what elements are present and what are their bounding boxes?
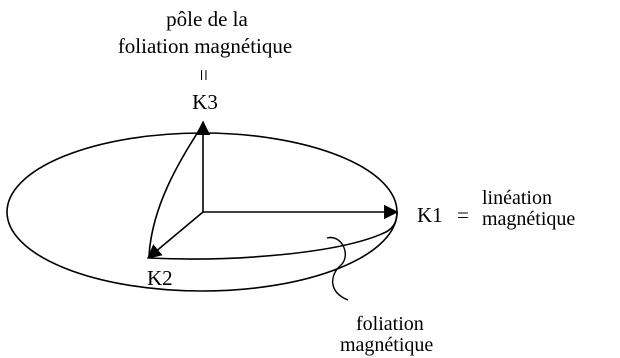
pole-label-line1: pôle de la [166,7,248,31]
k2-k1-section-curve [148,211,398,260]
pole-equals-sign: = [192,69,216,81]
pole-label-line2: foliation magnétique [118,34,292,58]
foliation-label-line2: magnétique [340,334,433,356]
k3-label: K3 [192,90,218,114]
k2-axis-arrow [146,211,204,259]
k3-k2-section-curve [148,123,204,257]
foliation-leader-line [326,236,349,301]
k1-description-line2: magnétique [482,208,575,230]
k1-equals-sign: = [457,203,469,227]
k1-description-line1: linéation [482,187,552,209]
k2-label: K2 [147,266,173,290]
k1-label: K1 [417,203,443,227]
foliation-label-line1: foliation [356,313,424,335]
